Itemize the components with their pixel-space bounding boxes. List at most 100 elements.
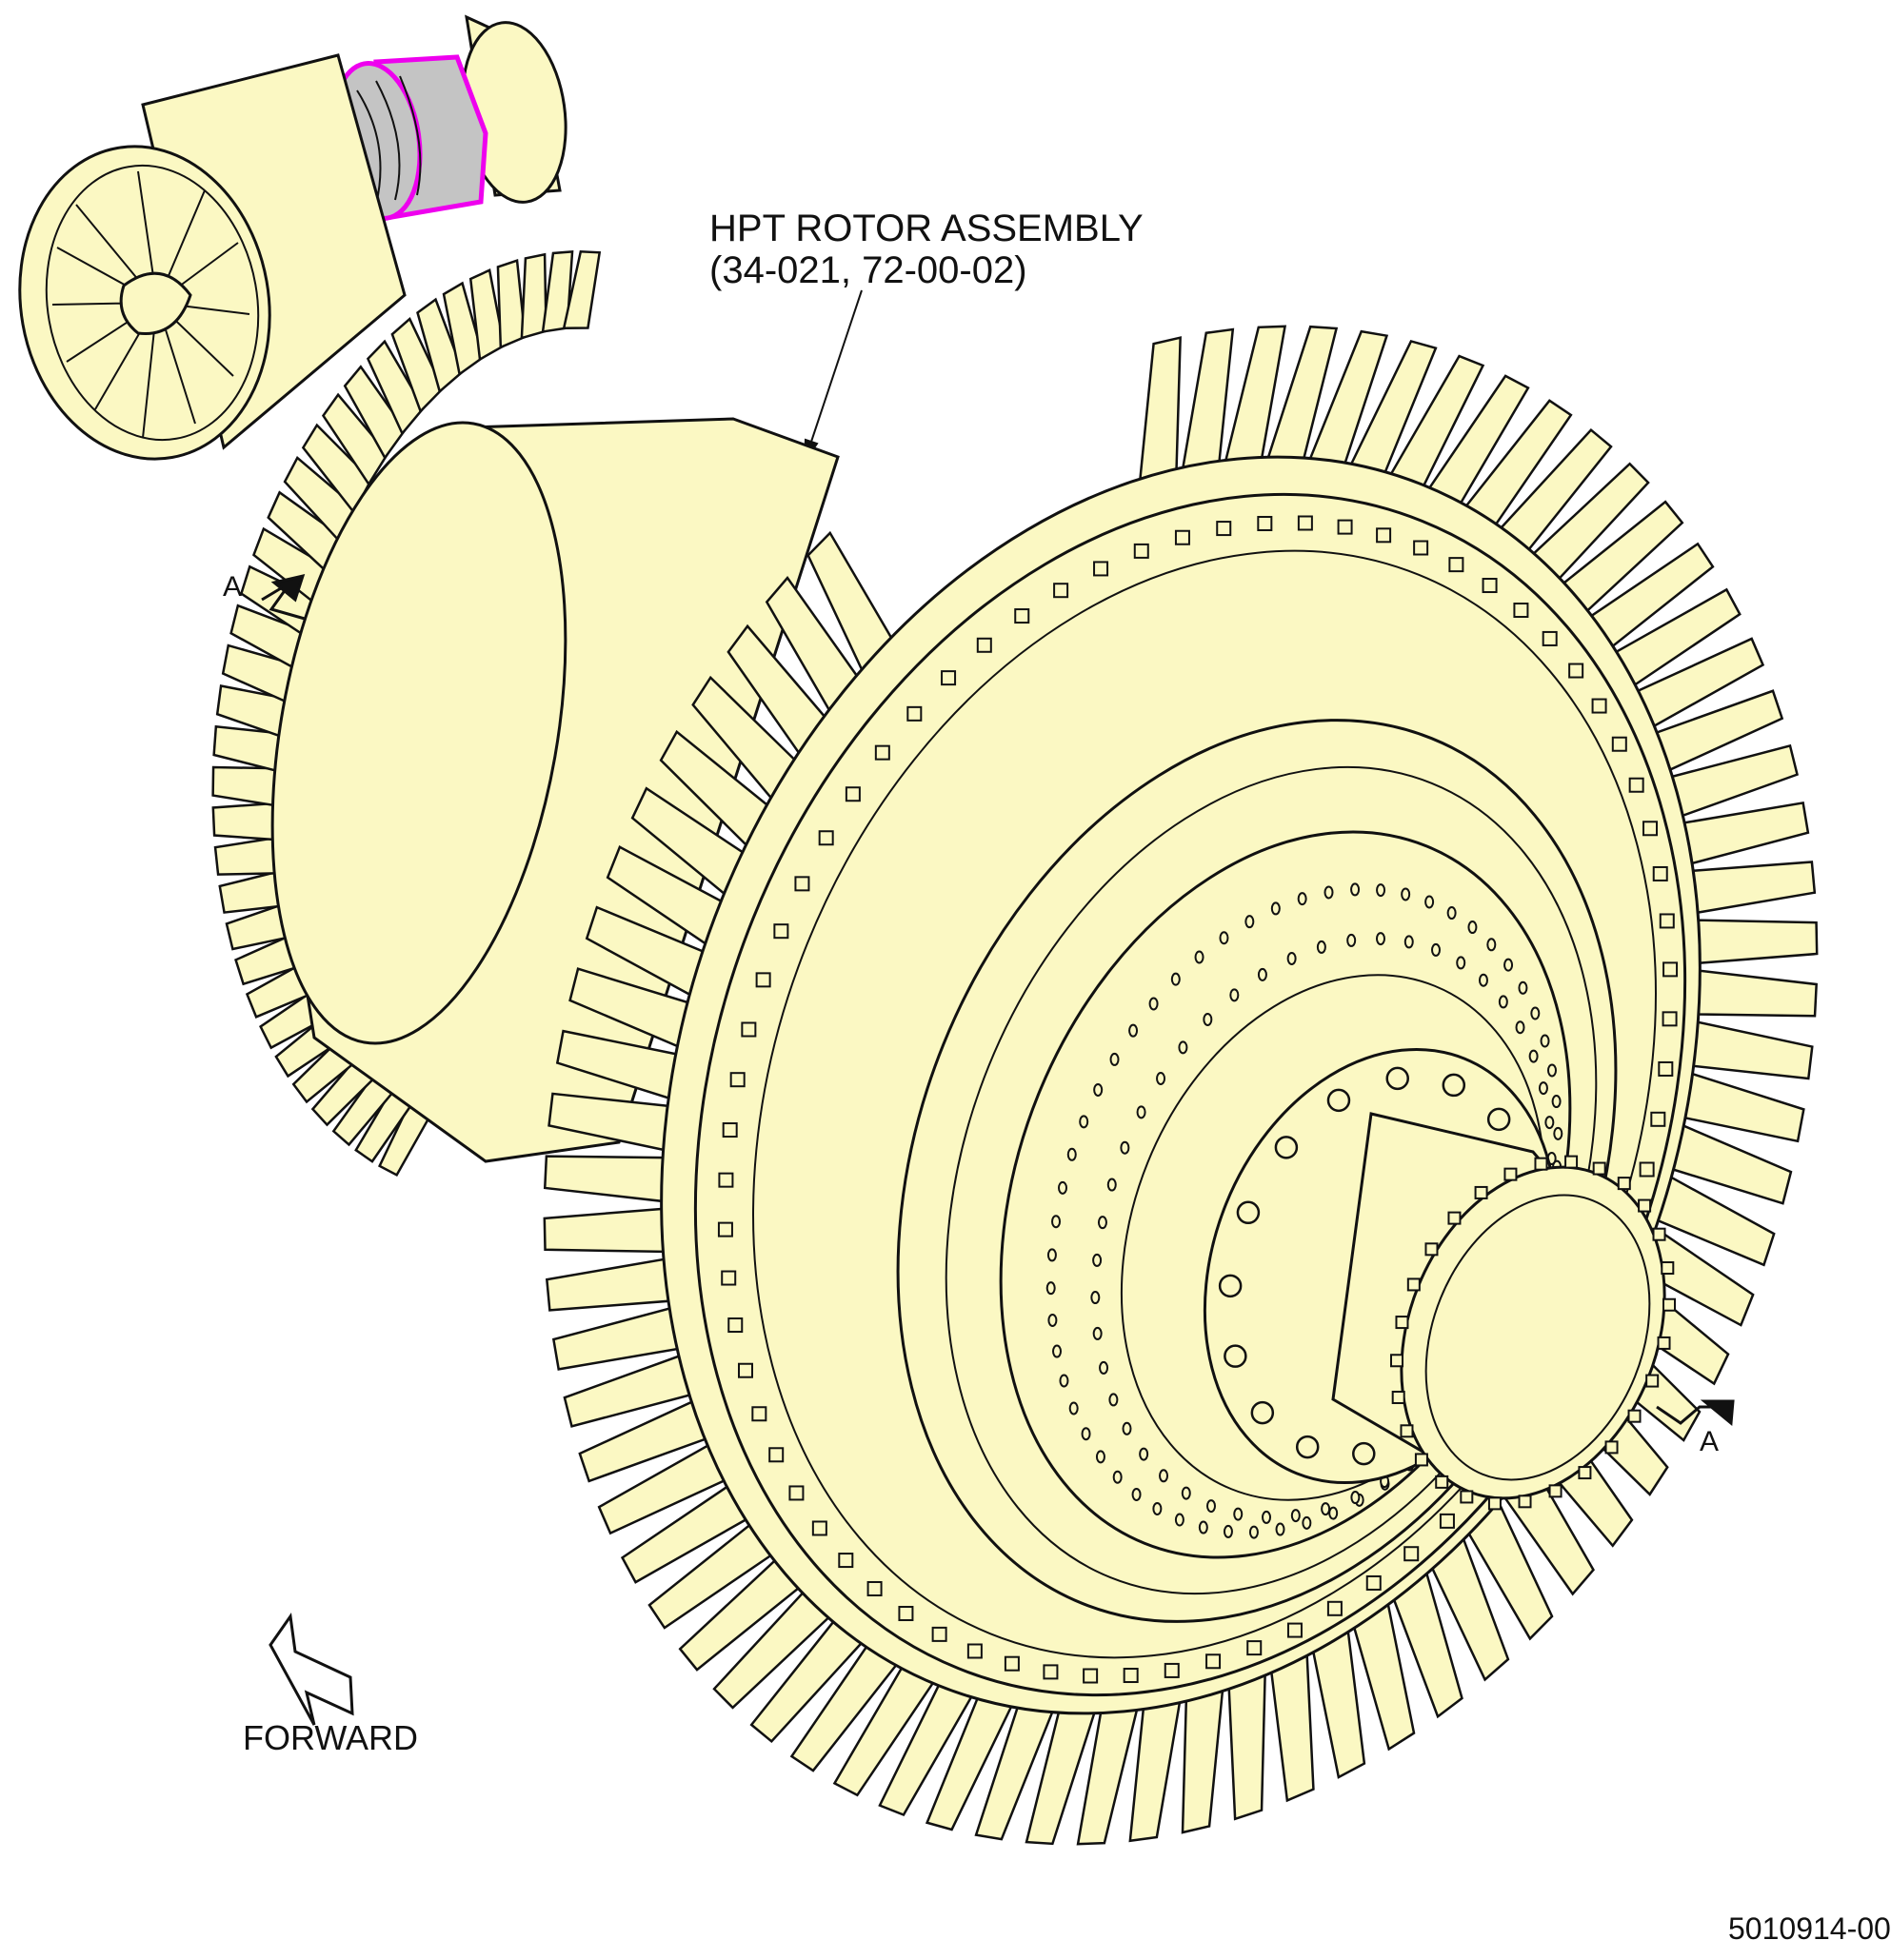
cooling-hole <box>1223 1524 1233 1538</box>
turbine-blade <box>543 1155 665 1203</box>
retainer-slot <box>1246 1640 1263 1656</box>
cooling-hole <box>1401 887 1411 901</box>
retainer-slot <box>845 786 861 802</box>
spline-tooth <box>1592 1161 1606 1176</box>
retainer-slot <box>1014 608 1030 624</box>
retainer-slot <box>1568 663 1584 679</box>
spline-tooth <box>1460 1490 1474 1504</box>
cooling-hole <box>1178 1040 1188 1055</box>
retainer-slot <box>741 1021 757 1038</box>
cooling-hole <box>1346 933 1357 947</box>
retainer-slot <box>1053 583 1069 599</box>
spline-tooth <box>1424 1242 1439 1257</box>
retainer-slot <box>1403 1546 1420 1562</box>
cooling-hole <box>1515 1020 1525 1035</box>
retainer-slot <box>1628 777 1644 793</box>
spline-tooth <box>1406 1277 1421 1292</box>
turbine-blade <box>545 1257 670 1312</box>
cooling-hole <box>1467 921 1478 935</box>
turbine-blade <box>1691 861 1817 915</box>
cooling-hole <box>1045 1281 1056 1296</box>
retainer-slot <box>1004 1655 1020 1672</box>
cooling-hole <box>1518 980 1528 995</box>
retainer-slot <box>1174 529 1190 545</box>
spline-tooth <box>1395 1316 1409 1330</box>
turbine-blade <box>543 1207 665 1254</box>
retainer-slot <box>866 1580 883 1596</box>
retainer-slot <box>1658 1060 1674 1077</box>
turbine-blade <box>366 339 426 436</box>
section-label-left: A <box>223 571 243 603</box>
cooling-hole <box>1446 906 1457 921</box>
spline-tooth <box>1389 1354 1403 1368</box>
retainer-slot <box>1205 1653 1222 1670</box>
turbine-blade <box>1181 327 1235 469</box>
retainer-slot <box>874 744 890 761</box>
engine-locator-view <box>18 14 567 461</box>
cooling-hole <box>1205 1499 1216 1514</box>
retainer-slot <box>976 637 992 653</box>
spline-tooth <box>1617 1177 1631 1191</box>
cooling-hole <box>1092 1326 1103 1340</box>
cooling-hole <box>1097 1216 1107 1230</box>
cooling-hole <box>1376 883 1386 898</box>
cooling-hole <box>1248 1525 1259 1539</box>
fan-blades <box>51 170 250 439</box>
cooling-hole <box>1275 1522 1285 1536</box>
bolt-head <box>1295 1435 1320 1459</box>
spline-tooth <box>1661 1261 1675 1276</box>
retainer-slot <box>722 1122 738 1138</box>
cooling-hole <box>1051 1215 1062 1229</box>
cooling-hole <box>1181 1486 1191 1500</box>
cooling-hole <box>1324 885 1334 900</box>
retainer-slot <box>729 1072 746 1088</box>
figure-id: 5010914-00 <box>1728 1911 1891 1946</box>
cooling-hole <box>1350 1491 1361 1505</box>
retainer-slot <box>1639 1161 1655 1178</box>
retainer-slot <box>755 972 771 988</box>
bolt-head <box>1274 1136 1299 1159</box>
cooling-hole <box>1316 940 1326 954</box>
callout-title: HPT ROTOR ASSEMBLY <box>709 208 1144 249</box>
forward-label: FORWARD <box>243 1718 418 1757</box>
retainer-slot <box>966 1643 983 1659</box>
cooling-hole <box>1403 935 1414 949</box>
turbine-blade <box>1128 1701 1182 1843</box>
cooling-hole <box>1156 1071 1166 1085</box>
cooling-hole <box>1136 1105 1146 1119</box>
retainer-slot <box>1043 1664 1059 1680</box>
cooling-hole <box>1120 1140 1130 1155</box>
cooling-hole <box>1486 938 1497 952</box>
cooling-hole <box>1498 995 1508 1009</box>
cooling-hole <box>1152 1501 1163 1515</box>
retainer-slot <box>838 1553 854 1569</box>
cooling-hole <box>1424 895 1435 909</box>
cooling-hole <box>1203 1012 1213 1026</box>
spline-tooth <box>1604 1440 1619 1455</box>
spline-tooth <box>1391 1390 1405 1404</box>
cooling-hole <box>1302 1515 1312 1530</box>
retainer-slot <box>794 876 810 892</box>
bolt-head <box>1250 1400 1275 1425</box>
retainer-slot <box>1650 1111 1666 1127</box>
hpt-rotor-assembly <box>211 249 1819 1846</box>
cooling-hole <box>1058 1180 1068 1195</box>
cooling-hole <box>1229 988 1240 1002</box>
cooling-hole <box>1108 1393 1119 1407</box>
callout-reference: (34-021, 72-00-02) <box>709 249 1027 291</box>
retainer-slot <box>906 705 923 722</box>
section-label-right: A <box>1700 1426 1720 1457</box>
bolt-head <box>1442 1073 1466 1098</box>
turbine-blade <box>1683 1072 1805 1143</box>
spline-tooth <box>1474 1185 1488 1199</box>
cooling-hole <box>1328 1506 1339 1520</box>
turbine-blade <box>321 392 389 486</box>
retainer-slot <box>941 670 957 686</box>
spline-tooth <box>1638 1198 1652 1213</box>
retainer-slot <box>788 1485 805 1501</box>
retainer-slot <box>818 830 834 846</box>
turbine-blade <box>551 1307 679 1371</box>
retainer-slot <box>768 1447 785 1463</box>
cooling-hole <box>1090 1291 1101 1305</box>
spline-tooth <box>1652 1227 1666 1241</box>
